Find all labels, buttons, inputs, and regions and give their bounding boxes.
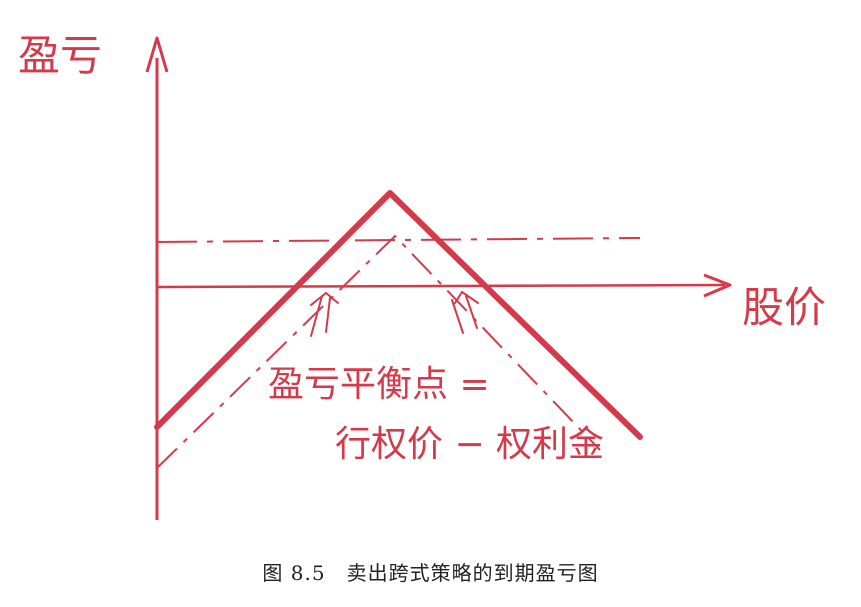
breakeven-arrow-left	[310, 292, 339, 337]
x-axis	[156, 273, 732, 298]
figure-caption: 图 8.5 卖出跨式策略的到期盈亏图	[262, 561, 599, 585]
payoff-line-dashed	[156, 234, 601, 469]
y-axis-label: 盈亏	[18, 31, 102, 80]
y-axis	[145, 36, 169, 520]
payoff-line-solid	[154, 190, 643, 440]
annotation-line-1: 盈亏平衡点 =	[268, 364, 490, 405]
breakeven-arrow-right	[451, 291, 479, 334]
x-axis-label: 股价	[742, 283, 826, 332]
annotation-line-2: 行权价 − 权利金	[335, 424, 604, 465]
premium-line	[156, 237, 641, 243]
